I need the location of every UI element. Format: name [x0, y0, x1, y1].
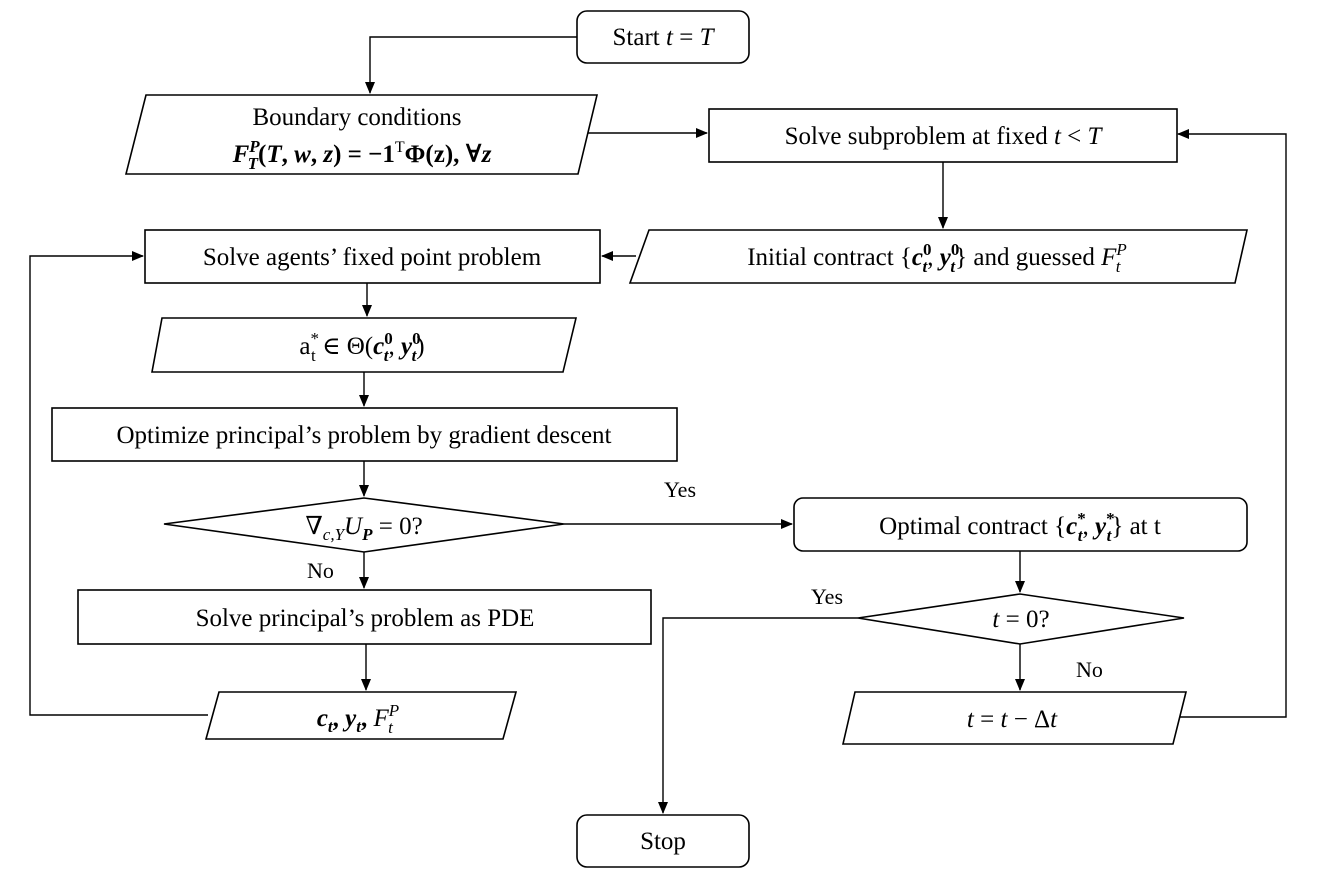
- start-node: Start t = T: [576, 10, 750, 64]
- stop-node: Stop: [576, 814, 750, 868]
- edge-label-grad-yes: Yes: [664, 477, 696, 502]
- edge-label-tzero-no: No: [1076, 657, 1103, 682]
- boundary-title: Boundary conditions: [252, 104, 461, 131]
- optimal-contract-label: Optimal contract {c*t, y*t} at t: [879, 509, 1161, 545]
- t-zero-check-math: t = 0?: [992, 606, 1049, 633]
- edge-start-to-boundary: [365, 36, 577, 94]
- optimal-contract-node: Optimal contract {c*t, y*t} at t: [793, 497, 1248, 552]
- solve-pde-label: Solve principal’s problem as PDE: [196, 605, 535, 632]
- subproblem-node: Solve subproblem at fixed t < T: [708, 108, 1178, 163]
- edges: [29, 36, 1287, 814]
- edge-output-loop-to-agents: [29, 251, 208, 716]
- start-math: Start t = T: [613, 24, 716, 51]
- time-step-node: t = t − Δt: [841, 691, 1188, 745]
- solve-pde-node: Solve principal’s problem as PDE: [77, 589, 652, 645]
- t-zero-check-node: t = 0?: [857, 593, 1185, 645]
- time-step-math: t = t − Δt: [967, 706, 1058, 733]
- edge-timestep-loop-to-subproblem: [1174, 129, 1287, 718]
- subproblem-label: Solve subproblem at fixed t < T: [785, 123, 1104, 150]
- edge-label-grad-no: No: [307, 558, 334, 583]
- edge-tzero-yes-to-stop: [658, 617, 858, 814]
- agents-fixed-point-label: Solve agents’ fixed point problem: [203, 244, 542, 271]
- agents-fixed-point-node: Solve agents’ fixed point problem: [144, 229, 601, 284]
- optimize-gd-label: Optimize principal’s problem by gradient…: [117, 422, 612, 449]
- gradient-check-node: ∇c,YUP = 0?: [163, 497, 565, 553]
- optimize-gd-node: Optimize principal’s problem by gradient…: [51, 407, 678, 462]
- gradient-check-math: ∇c,YUP = 0?: [305, 513, 422, 544]
- edge-label-tzero-yes: Yes: [811, 584, 843, 609]
- stop-label: Stop: [640, 828, 686, 855]
